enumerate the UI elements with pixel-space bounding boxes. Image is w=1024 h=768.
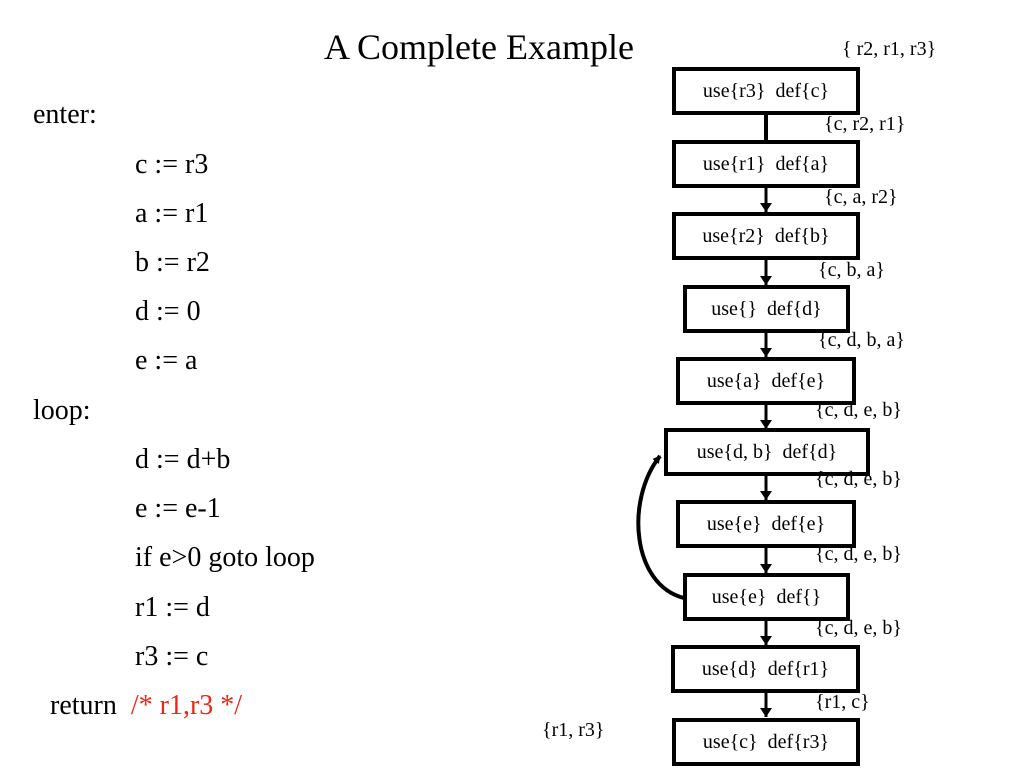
flow-box: use{c} def{r3} (672, 718, 860, 766)
arrowhead (760, 276, 772, 285)
arrowhead (760, 636, 772, 645)
live-set: { r2, r1, r3} (842, 38, 937, 60)
arrowhead (760, 348, 772, 357)
live-set: {c, d, e, b} (815, 617, 902, 639)
code-line: if e>0 goto loop (135, 542, 315, 573)
arrowhead (760, 491, 772, 500)
live-set: {r1, r3} (542, 719, 605, 741)
live-set: {r1, c} (815, 691, 870, 713)
arrowhead (760, 564, 772, 573)
label-enter: enter: (33, 99, 97, 130)
flow-box: use{d, b} def{d} (664, 428, 870, 476)
code-line: c := r3 (135, 149, 209, 180)
arrowhead (760, 203, 772, 212)
return-keyword: return (50, 690, 117, 721)
arrowhead (760, 420, 772, 429)
flow-box: use{r1} def{a} (672, 140, 860, 188)
live-set: {c, d, e, b} (815, 468, 902, 490)
code-line: e := a (135, 345, 198, 376)
live-set: {c, d, b, a} (818, 329, 905, 351)
label-loop: loop: (33, 395, 91, 426)
code-line: r3 := c (135, 641, 209, 672)
live-set: {c, r2, r1} (824, 113, 906, 135)
flow-box: use{r3} def{c} (672, 67, 860, 115)
live-set: {c, d, e, b} (815, 399, 902, 421)
live-set: {c, a, r2} (824, 186, 898, 208)
code-line: e := e-1 (135, 493, 221, 524)
code-line: d := 0 (135, 296, 201, 327)
live-set: {c, b, a} (818, 259, 885, 281)
flow-box: use{r2} def{b} (672, 212, 860, 260)
code-line: r1 := d (135, 592, 210, 623)
return-comment: /* r1,r3 */ (130, 690, 243, 721)
arrowhead (760, 708, 772, 717)
slide-title: A Complete Example (324, 27, 634, 67)
code-line: b := r2 (135, 247, 210, 278)
flow-box: use{a} def{e} (676, 357, 856, 405)
back-edge-arrow (636, 454, 685, 600)
flow-box: use{d} def{r1} (671, 645, 860, 693)
live-set: {c, d, e, b} (815, 543, 902, 565)
return-line: return /* r1,r3 */ (50, 692, 242, 720)
code-line: a := r1 (135, 198, 209, 229)
flow-box: use{e} def{} (683, 573, 850, 621)
flow-box: use{} def{d} (683, 285, 850, 333)
flow-box: use{e} def{e} (676, 500, 856, 548)
code-line: d := d+b (135, 444, 231, 475)
